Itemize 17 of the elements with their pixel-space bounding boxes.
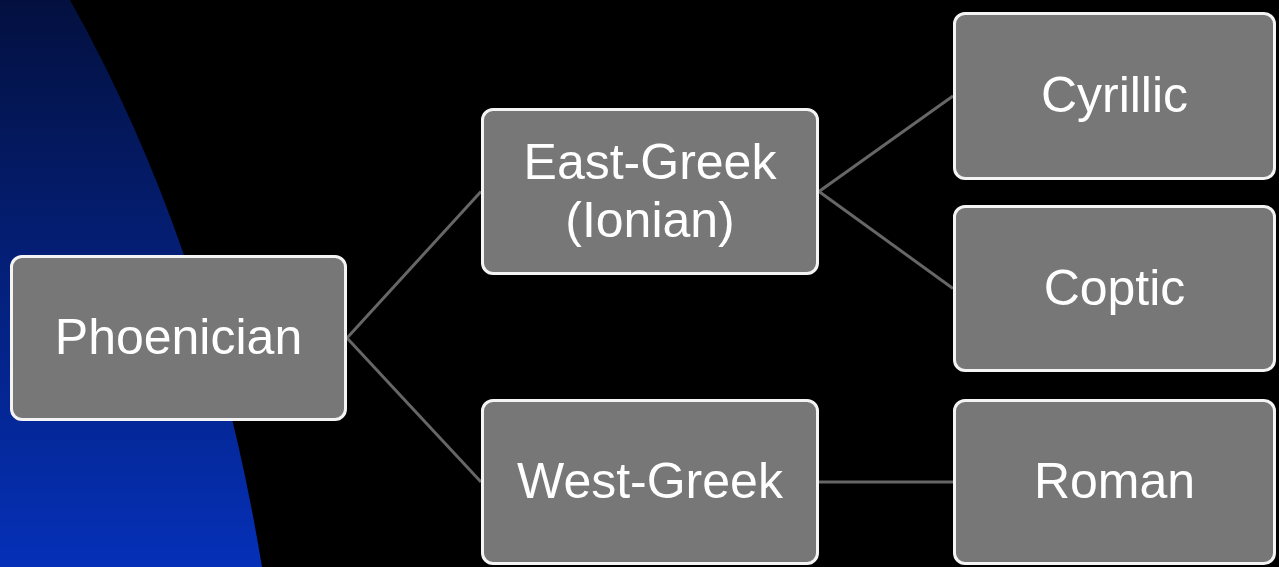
process-box xyxy=(481,108,819,275)
process-box xyxy=(953,12,1276,180)
box-label: West-Greek xyxy=(517,453,783,511)
connector-line xyxy=(819,480,953,484)
box-label: Roman xyxy=(1033,453,1196,511)
box-label: Cyrillic xyxy=(1040,67,1189,125)
box-label: Phoenician xyxy=(54,309,303,367)
process-box xyxy=(481,399,819,565)
connector-line xyxy=(345,190,483,339)
box-label: East-Greek (Ionian) xyxy=(522,134,778,249)
process-box xyxy=(10,255,347,421)
box-label: Coptic xyxy=(1043,259,1186,318)
process-box xyxy=(953,205,1276,372)
connector-line xyxy=(345,336,483,484)
connector-line xyxy=(818,94,954,193)
process-box xyxy=(953,399,1276,565)
connector-line xyxy=(818,190,954,290)
